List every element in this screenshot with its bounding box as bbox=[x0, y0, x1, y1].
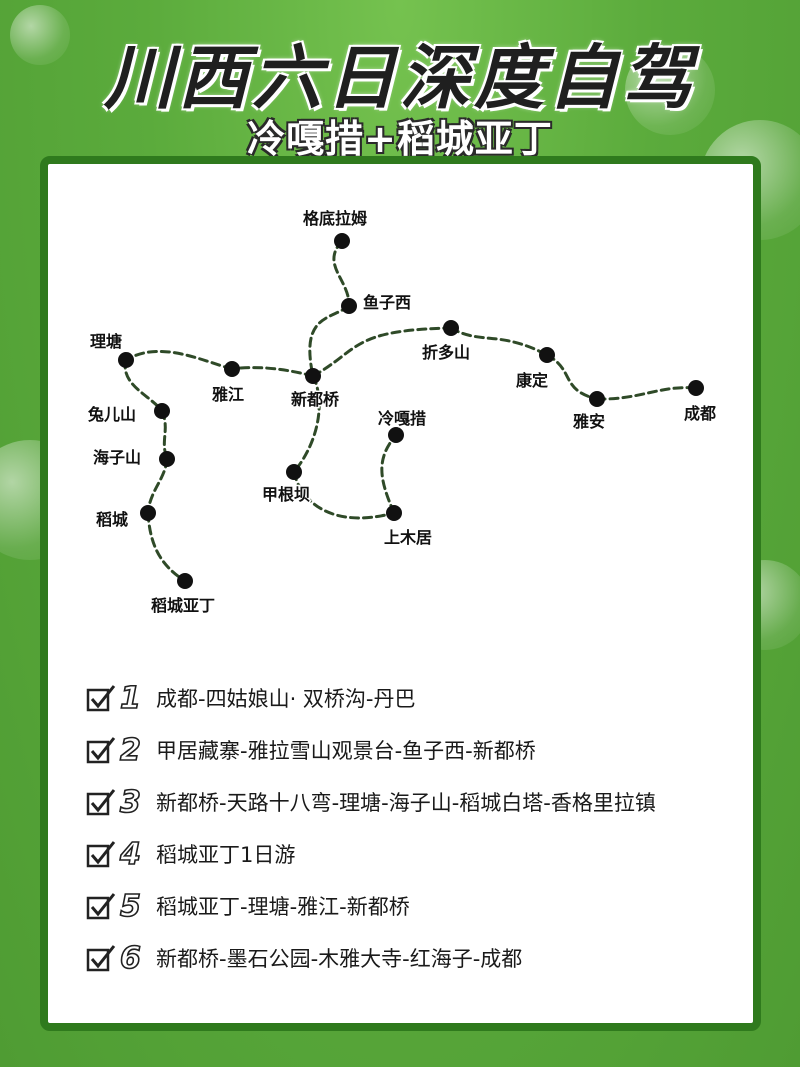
checkbox-icon bbox=[86, 736, 118, 764]
place-marker bbox=[177, 573, 193, 589]
page-title: 川西六日深度自驾 bbox=[104, 37, 696, 119]
route-card bbox=[40, 156, 761, 1031]
route-line bbox=[449, 326, 549, 357]
route-line bbox=[380, 433, 398, 515]
place-label-lenggacuo: 冷嘎措 bbox=[378, 409, 426, 428]
day-route: 稻城亚丁-理塘-雅江-新都桥 bbox=[156, 895, 410, 919]
decor-bubble bbox=[625, 45, 715, 135]
checkbox-icon bbox=[86, 944, 118, 972]
day-number: 5 bbox=[119, 888, 141, 925]
route-line bbox=[124, 350, 234, 371]
route-line bbox=[292, 470, 396, 520]
itinerary-item: 4 稻城亚丁1日游 bbox=[86, 828, 766, 880]
itinerary-item: 5 稻城亚丁-理塘-雅江-新都桥 bbox=[86, 880, 766, 932]
place-label-daocheng: 稻城 bbox=[96, 510, 128, 529]
place-marker bbox=[386, 505, 402, 521]
route-line bbox=[123, 358, 164, 413]
day-route: 甲居藏寨-雅拉雪山观景台-鱼子西-新都桥 bbox=[156, 739, 536, 763]
place-label-gedi: 格底拉姆 bbox=[303, 209, 367, 228]
checkbox-icon bbox=[86, 892, 118, 920]
route-line bbox=[146, 511, 187, 583]
place-marker bbox=[688, 380, 704, 396]
day-route: 稻城亚丁1日游 bbox=[156, 843, 296, 867]
checkbox-icon bbox=[86, 840, 118, 868]
place-marker bbox=[388, 427, 404, 443]
checkbox-icon bbox=[86, 788, 118, 816]
place-marker bbox=[154, 403, 170, 419]
place-marker bbox=[140, 505, 156, 521]
route-line bbox=[332, 239, 351, 308]
itinerary-list: 1 成都-四姑娘山· 双桥沟-丹巴 2 甲居藏寨-雅拉雪山观景台-鱼子西-新都桥… bbox=[86, 672, 766, 984]
place-label-tuershan: 兔儿山 bbox=[87, 405, 136, 424]
day-route: 成都-四姑娘山· 双桥沟-丹巴 bbox=[156, 687, 416, 711]
place-label-haizishan: 海子山 bbox=[93, 448, 141, 467]
day-number: 2 bbox=[119, 732, 141, 769]
route-line bbox=[230, 366, 315, 378]
route-line bbox=[595, 386, 698, 401]
place-label-xinduqiao: 新都桥 bbox=[291, 390, 340, 409]
route-line bbox=[146, 457, 169, 515]
day-route: 新都桥-墨石公园-木雅大寺-红海子-成都 bbox=[156, 947, 523, 971]
place-label-zheduoshan: 折多山 bbox=[422, 343, 470, 362]
route-line bbox=[311, 326, 453, 378]
day-number: 3 bbox=[119, 784, 141, 821]
place-marker bbox=[443, 320, 459, 336]
place-marker bbox=[305, 368, 321, 384]
place-marker bbox=[224, 361, 240, 377]
day-number: 1 bbox=[119, 680, 141, 717]
route-line bbox=[545, 353, 599, 401]
itinerary-item: 1 成都-四姑娘山· 双桥沟-丹巴 bbox=[86, 672, 766, 724]
place-label-shangmuju: 上木居 bbox=[384, 528, 432, 547]
place-marker bbox=[118, 352, 134, 368]
place-marker bbox=[589, 391, 605, 407]
place-label-yaan: 雅安 bbox=[572, 412, 605, 431]
place-marker bbox=[341, 298, 357, 314]
place-label-yading: 稻城亚丁 bbox=[151, 596, 215, 615]
decor-bubble bbox=[10, 5, 70, 65]
day-route: 新都桥-天路十八弯-理塘-海子山-稻城白塔-香格里拉镇 bbox=[156, 791, 656, 815]
itinerary-item: 3 新都桥-天路十八弯-理塘-海子山-稻城白塔-香格里拉镇 bbox=[86, 776, 766, 828]
route-line bbox=[292, 374, 321, 474]
day-number: 6 bbox=[119, 940, 141, 977]
place-label-litang: 理塘 bbox=[90, 332, 122, 351]
itinerary-item: 2 甲居藏寨-雅拉雪山观景台-鱼子西-新都桥 bbox=[86, 724, 766, 776]
place-label-yuzixi: 鱼子西 bbox=[363, 293, 411, 312]
page-subtitle: 冷嘎措+稻城亚丁 bbox=[247, 117, 553, 161]
place-marker bbox=[539, 347, 555, 363]
itinerary-item: 6 新都桥-墨石公园-木雅大寺-红海子-成都 bbox=[86, 932, 766, 984]
place-marker bbox=[286, 464, 302, 480]
checkbox-icon bbox=[86, 684, 118, 712]
day-number: 4 bbox=[119, 836, 141, 873]
place-label-chengdu: 成都 bbox=[684, 404, 716, 423]
place-label-jiagenba: 甲根坝 bbox=[262, 485, 310, 504]
place-label-kangding: 康定 bbox=[516, 371, 548, 390]
place-label-yajiang: 雅江 bbox=[211, 385, 244, 404]
place-marker bbox=[159, 451, 175, 467]
place-marker bbox=[334, 233, 350, 249]
